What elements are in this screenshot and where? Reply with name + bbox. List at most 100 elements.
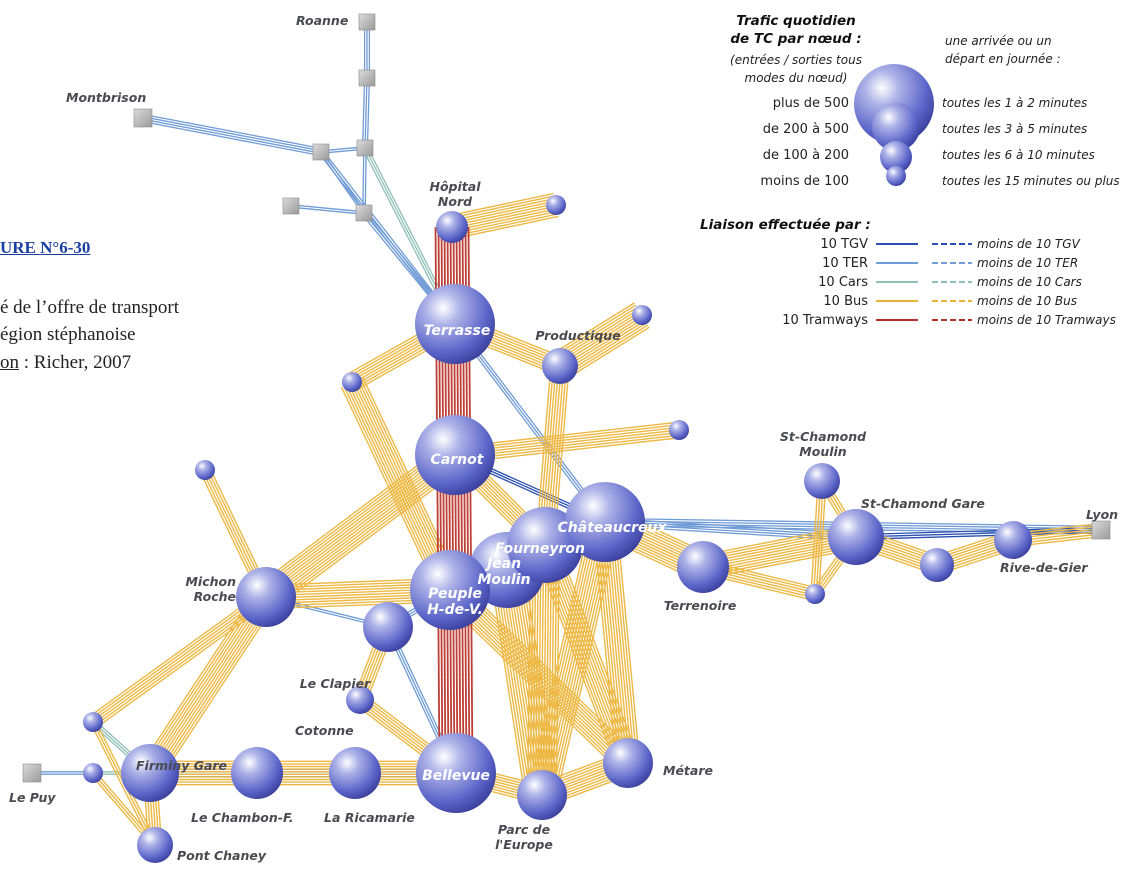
link-hopital-p2 [449, 192, 559, 240]
legend-link-less-0: moins de 10 TGV [977, 237, 1081, 251]
link-r2-m2 [361, 77, 371, 149]
label-montbrison: Montbrison [66, 90, 146, 105]
link-michon-fx1 [88, 591, 271, 728]
link-line [567, 326, 650, 379]
legend-link-less-1: moins de 10 TER [977, 256, 1078, 270]
link-line [547, 543, 633, 762]
link-line [291, 204, 365, 213]
link-line [545, 522, 610, 797]
link-line [260, 447, 450, 591]
node-middle [920, 548, 954, 582]
link-line [532, 519, 597, 794]
link-line [700, 524, 854, 557]
node-terrenoire [677, 541, 729, 593]
node-rive [994, 521, 1032, 559]
legend-title-2: de TC par nœud : [730, 31, 861, 47]
link-line [364, 77, 368, 149]
links-layer [32, 22, 1102, 848]
link-line [705, 547, 859, 580]
link-line [813, 480, 822, 594]
link-line [142, 118, 321, 154]
link-line [489, 572, 526, 798]
link-line [608, 521, 633, 763]
link-line [143, 116, 322, 152]
link-fourneyron-metare [533, 540, 640, 768]
link-line [159, 603, 277, 780]
legend-size-freq-3: toutes les 15 minutes ou plus [942, 174, 1120, 188]
label-fourneyron: Fourneyron [495, 541, 585, 557]
link-line [340, 386, 441, 596]
link-line [452, 205, 557, 229]
node-lower [805, 584, 825, 604]
link-line [565, 324, 649, 377]
link-jean-parc [489, 567, 560, 798]
link-line [271, 461, 461, 605]
legend-size-label-1: de 200 à 500 [763, 122, 849, 137]
label-lyon: Lyon [1086, 507, 1118, 522]
legend-link-label-0: 10 TGV [820, 237, 868, 252]
node-metare [603, 738, 653, 788]
link-line [610, 521, 636, 763]
legend-link-less-2: moins de 10 Cars [977, 275, 1082, 289]
link-line [552, 302, 635, 355]
node-peuple [410, 550, 490, 630]
label-roanne: Roanne [296, 13, 348, 28]
node-clapier [363, 602, 413, 652]
node-carnot [415, 415, 495, 495]
link-line [450, 588, 630, 763]
link-line [453, 210, 558, 235]
node-stgare [828, 509, 884, 565]
node-fx1 [83, 712, 103, 732]
station-lepuy [22, 763, 42, 783]
label-metare: Métare [663, 763, 713, 778]
link-line [454, 215, 559, 240]
label-le-puy: Le Puy [9, 790, 56, 805]
label-st-chamond-moulin-1: St-Chamond [780, 429, 867, 444]
label-hopital-2: Nord [438, 194, 473, 209]
link-line [443, 596, 623, 771]
legend-link-less-4: moins de 10 Tramways [977, 313, 1116, 327]
legend-freq-head-2: départ en journée : [945, 52, 1061, 66]
legend-bubble-tiny [886, 166, 906, 186]
station-lyon [1091, 520, 1111, 540]
link-line [157, 601, 275, 779]
link-line [455, 582, 635, 757]
legend: Trafic quotidien de TC par nœud : (entré… [700, 13, 1120, 328]
link-line [88, 591, 263, 718]
link-line [555, 540, 640, 760]
link-line [452, 208, 557, 232]
label-rive-de-gier: Rive-de-Gier [1000, 560, 1088, 575]
legend-link-label-4: 10 Tramways [782, 313, 868, 328]
link-line [540, 546, 626, 765]
node-michon [236, 567, 296, 627]
node-bellevue [416, 733, 496, 813]
link-line [452, 586, 632, 761]
node-p3 [632, 305, 652, 325]
node-chateaucreux [565, 482, 645, 562]
link-line [564, 322, 648, 375]
link-line [502, 570, 539, 796]
label-carnot: Carnot [431, 452, 485, 468]
link-line [456, 322, 608, 521]
station-m2 [356, 139, 374, 157]
link-line [139, 590, 257, 767]
link-line [449, 192, 554, 217]
link-line [256, 443, 447, 587]
link-line [148, 595, 266, 773]
link-line [152, 598, 270, 776]
link-line [540, 521, 605, 795]
legend-bubble-small [880, 141, 912, 173]
link-line [453, 213, 559, 237]
label-michon-2: Roche [194, 589, 236, 604]
node-stmoulin [804, 463, 840, 499]
legend-title-1: Trafic quotidien [736, 13, 856, 29]
label-chateaucreux: Châteaucreux [558, 520, 668, 536]
label-pont-chaney: Pont Chaney [177, 848, 267, 863]
link-line [274, 465, 465, 609]
link-terrasse-chateaucreux [452, 322, 608, 524]
link-line [529, 519, 595, 793]
link-line [449, 195, 555, 219]
label-productique: Productique [535, 328, 620, 343]
label-bellevue: Bellevue [422, 768, 490, 784]
node-lechambon [231, 747, 283, 799]
